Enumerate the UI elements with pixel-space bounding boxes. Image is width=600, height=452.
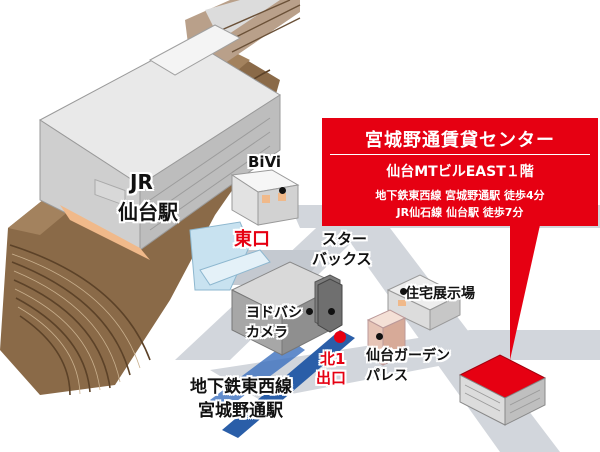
north1-exit-marker — [334, 331, 346, 343]
callout-title: 宮城野通賃貸センター — [365, 130, 555, 151]
starbucks-building — [317, 278, 343, 333]
jr-station-label-line2: 仙台駅 — [118, 200, 178, 224]
bivi-building — [230, 169, 300, 226]
housing-exhibition-label: 住宅展示場 — [405, 286, 475, 302]
garden-palace-label-line1: 仙台ガーデン — [366, 348, 450, 364]
housing-exhibition-building — [386, 274, 462, 331]
starbucks-label-line1: スター — [322, 230, 368, 248]
jr-station-label-line1: JR — [130, 170, 153, 194]
subway-line — [210, 330, 355, 438]
bivi-dot — [279, 187, 286, 194]
subway-station-label-line1: 地下鉄東西線 — [190, 377, 292, 397]
starbucks-dot — [328, 308, 335, 315]
yodobashi-dot — [306, 308, 313, 315]
callout-divider — [330, 154, 590, 155]
callout-building: 仙台MTビルEAST１階 — [386, 164, 534, 180]
garden-palace-dot — [376, 333, 383, 340]
yodobashi-label-line1: ヨドバシ — [246, 305, 302, 321]
yodobashi-label-line2: カメラ — [246, 325, 288, 341]
target-building — [458, 354, 547, 426]
subway-station-label-line2: 宮城野通駅 — [198, 401, 283, 421]
north1-exit-label-line1: 北1 — [320, 350, 346, 368]
pedestrian-deck — [189, 221, 271, 291]
callout-access-subway: 地下鉄東西線 宮城野通駅 徒歩4分 — [375, 189, 545, 202]
bivi-label: BiVi — [248, 153, 282, 171]
housing-exhibition-dot — [400, 288, 407, 295]
east-exit-label: 東口 — [234, 229, 270, 250]
garden-palace-building — [366, 309, 407, 366]
starbucks-label-line2: バックス — [312, 250, 372, 268]
north1-exit-label-line2: 出口 — [316, 369, 347, 387]
callout-access-jr: JR仙石線 仙台駅 徒歩7分 — [396, 206, 524, 219]
jr-station-building — [39, 24, 281, 260]
callout-pointer — [510, 225, 540, 360]
rental-center-callout: 宮城野通賃貸センター 仙台MTビルEAST１階 地下鉄東西線 宮城野通駅 徒歩4… — [322, 118, 598, 226]
garden-palace-label-line2: パレス — [366, 368, 408, 384]
